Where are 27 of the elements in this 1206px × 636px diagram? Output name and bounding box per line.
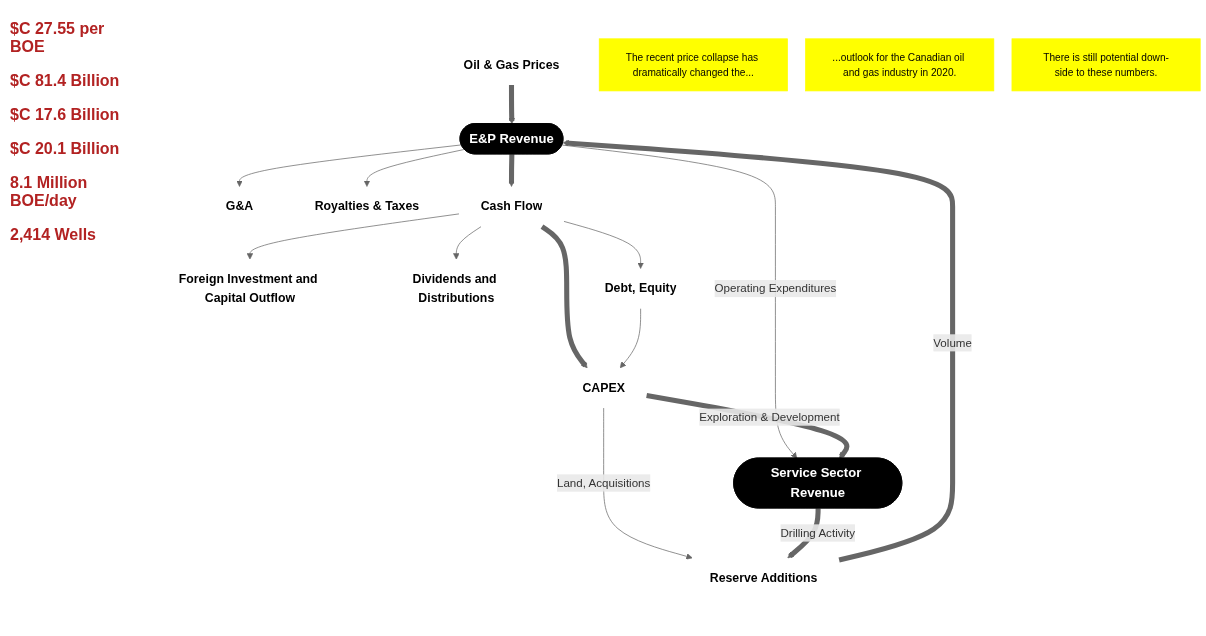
arrow	[508, 84, 515, 124]
value-label: $C 17.6 Billion	[10, 106, 121, 124]
edge-label: Volume	[933, 335, 972, 349]
value-label: 2,414 Wells	[10, 226, 97, 244]
value-label: $C 27.55 per BOE	[10, 20, 106, 56]
value-label: $C 81.4 Billion	[10, 72, 121, 90]
arrow	[540, 224, 588, 368]
node-text: Reserve Additions	[709, 570, 818, 585]
node-text: Dividends and Distributions	[412, 271, 497, 305]
node-text: CAPEX	[582, 380, 625, 395]
value-label: 8.1 Million BOE/day	[10, 174, 89, 210]
edge-label: Exploration & Development	[699, 410, 840, 423]
node-box: The recent price collapse has dramatically changed the...	[598, 37, 788, 91]
node-text: Cash Flow	[480, 199, 543, 213]
arrow	[508, 153, 515, 187]
node-box: There is still potential down-side to these numbers.	[1011, 37, 1201, 91]
node-box: ...outlook for the Canadian oil and gas industry in 2020.	[805, 37, 995, 91]
node-text: Debt, Equity	[604, 281, 677, 295]
node-text: Oil & Gas Prices	[463, 57, 560, 72]
edge-label: Drilling Activity	[780, 525, 856, 539]
node-text: Royalties & Taxes	[314, 199, 420, 213]
arrow	[646, 392, 850, 459]
edge-label: Land, Acquisitions	[556, 476, 651, 489]
node-text: G&A	[225, 199, 254, 213]
value-label: $C 20.1 Billion	[10, 140, 121, 158]
node-text: Foreign Investment and Capital Outflow	[178, 271, 318, 305]
edge-label: Operating Expenditures	[714, 281, 837, 294]
